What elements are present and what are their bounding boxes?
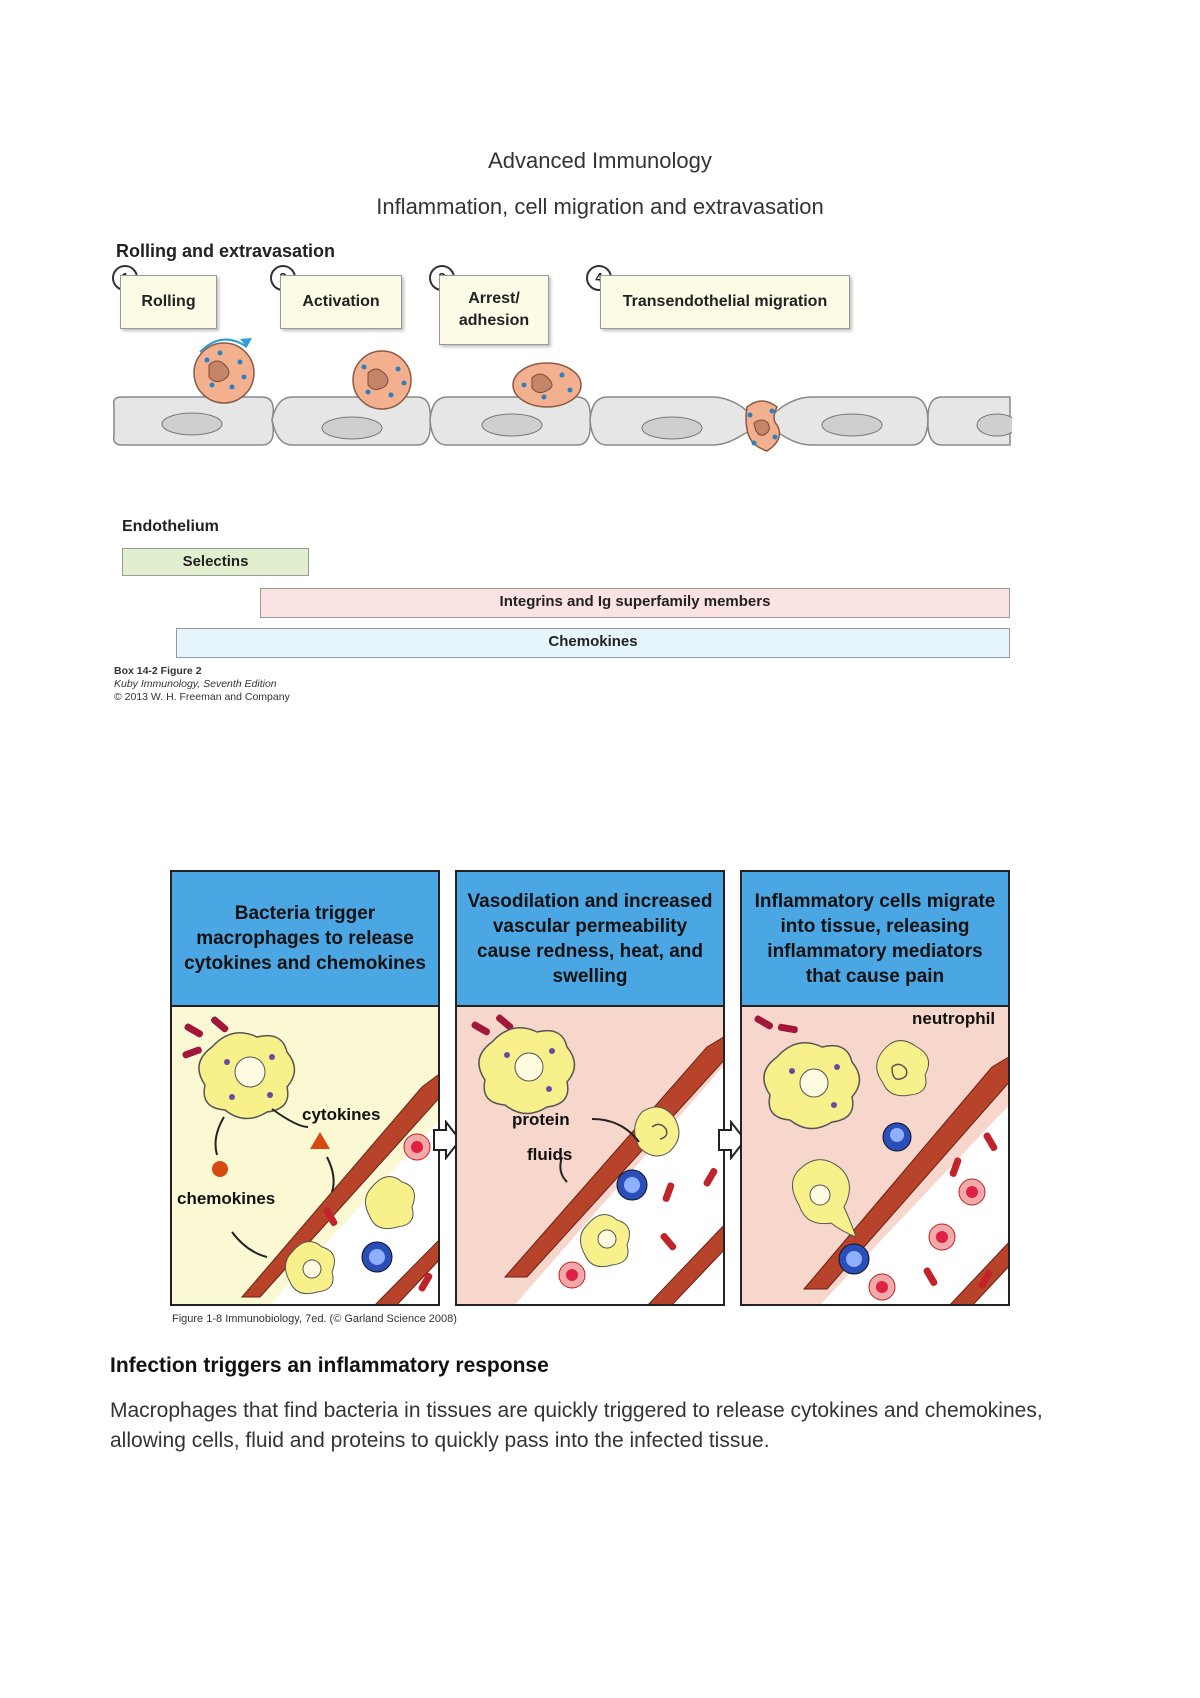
step-rolling: Rolling <box>120 275 217 329</box>
panel-vasodilation: Vasodilation and increased vascular perm… <box>455 870 725 1306</box>
macrophage-in-vessel <box>365 1176 415 1230</box>
nucleus <box>821 413 883 437</box>
bacterium <box>754 1015 774 1030</box>
endothelium-label: Endothelium <box>122 518 219 535</box>
panel-macrophage-activation: Bacteria trigger macrophages to release … <box>170 870 440 1306</box>
bacterium <box>184 1023 204 1038</box>
rolling-extravasation-figure: Rolling and extravasation 1 Rolling 2 Ac… <box>112 235 1012 715</box>
neutrophil-migrating <box>634 1106 680 1157</box>
figure2-caption: Figure 1-8 Immunobiology, 7ed. (© Garlan… <box>172 1313 457 1325</box>
arrow <box>271 1108 309 1128</box>
figure1-caption: Box 14-2 Figure 2 Kuby Immunology, Seven… <box>114 665 290 704</box>
document-subtitle: Inflammation, cell migration and extrava… <box>376 194 824 219</box>
selectins-band: Selectins <box>122 548 309 576</box>
vessel-wall <box>950 1242 1008 1304</box>
cytokines-label: cytokines <box>302 1105 381 1124</box>
leukocyte-rolling <box>193 342 255 404</box>
fluids-label: fluids <box>527 1145 573 1164</box>
caption-line: Box 14-2 Figure 2 <box>114 665 202 677</box>
arrow <box>231 1231 268 1258</box>
panel-heading: Inflammatory cells migrate into tissue, … <box>742 872 1008 1007</box>
bacterium <box>495 1014 514 1031</box>
vessel-wall <box>802 1056 1008 1290</box>
panel-illustration: protein fluids <box>457 1007 723 1304</box>
bacterium <box>471 1021 491 1036</box>
next-arrow-icon <box>718 1120 747 1160</box>
nucleus <box>481 413 543 437</box>
panel-heading: Vasodilation and increased vascular perm… <box>457 872 723 1007</box>
vessel-wall <box>240 1074 438 1298</box>
red-blood-cell-side <box>923 1267 938 1287</box>
red-blood-cell-side <box>983 1132 998 1152</box>
arrowhead <box>240 338 252 347</box>
nucleus <box>976 413 1012 437</box>
red-blood-cell-side <box>978 1269 993 1289</box>
bacterium <box>182 1046 202 1059</box>
leukocyte-migrating <box>745 400 781 452</box>
cytokine <box>310 1132 330 1149</box>
caption-line: Kuby Immunology, Seventh Edition <box>114 678 277 690</box>
rolling-arrow-icon <box>199 338 248 353</box>
panel-illustration: cytokines chemokines <box>172 1007 438 1304</box>
figure1-heading: Rolling and extravasation <box>116 241 336 261</box>
arrow <box>214 1116 225 1156</box>
red-blood-cell-side <box>418 1272 433 1292</box>
leukocyte-arrest <box>512 362 582 408</box>
neutrophil-label: neutrophil <box>912 1009 996 1028</box>
section-heading: Infection triggers an inflammatory respo… <box>110 1354 549 1377</box>
inflammation-figure: Bacteria trigger macrophages to release … <box>170 870 1020 1325</box>
red-blood-cell-side <box>703 1167 718 1187</box>
chemokines-band: Chemokines <box>176 628 1010 658</box>
nucleus <box>321 416 383 440</box>
caption-line: © 2013 W. H. Freeman and Company <box>114 691 290 703</box>
red-blood-cell-side <box>660 1232 677 1251</box>
panel-heading: Bacteria trigger macrophages to release … <box>172 872 438 1007</box>
leukocyte-activation <box>352 350 412 410</box>
red-blood-cell-side <box>949 1157 962 1177</box>
red-blood-cell-side <box>323 1207 338 1227</box>
integrins-band: Integrins and Ig superfamily members <box>260 588 1010 618</box>
document-title: Advanced Immunology <box>488 148 712 173</box>
step-transendothelial-migration: Transendothelial migration <box>600 275 850 329</box>
vessel-wall <box>648 1225 723 1304</box>
vessel-wall <box>503 1036 723 1278</box>
nucleus <box>641 416 703 440</box>
bacterium <box>210 1016 229 1033</box>
bacterium <box>777 1023 798 1034</box>
vessel-lumen <box>270 1121 438 1304</box>
chemokine <box>212 1161 228 1177</box>
neutrophil <box>876 1040 930 1097</box>
step-arrest-adhesion: Arrest/ adhesion <box>439 275 549 345</box>
arrow <box>326 1156 335 1193</box>
chemokines-label: chemokines <box>177 1189 276 1208</box>
vessel-wall <box>375 1240 438 1304</box>
arrow <box>591 1118 640 1143</box>
next-arrow-icon <box>433 1120 462 1160</box>
endothelium-illustration <box>112 338 1012 452</box>
nucleus <box>161 412 223 436</box>
panel-cell-migration: Inflammatory cells migrate into tissue, … <box>740 870 1010 1306</box>
red-blood-cell-side <box>662 1182 675 1202</box>
arrow <box>559 1156 568 1183</box>
section-body: Macrophages that find bacteria in tissue… <box>110 1399 1043 1452</box>
protein-label: protein <box>512 1110 570 1129</box>
panel-illustration: neutrophil <box>742 1007 1008 1304</box>
step-activation: Activation <box>280 275 402 329</box>
